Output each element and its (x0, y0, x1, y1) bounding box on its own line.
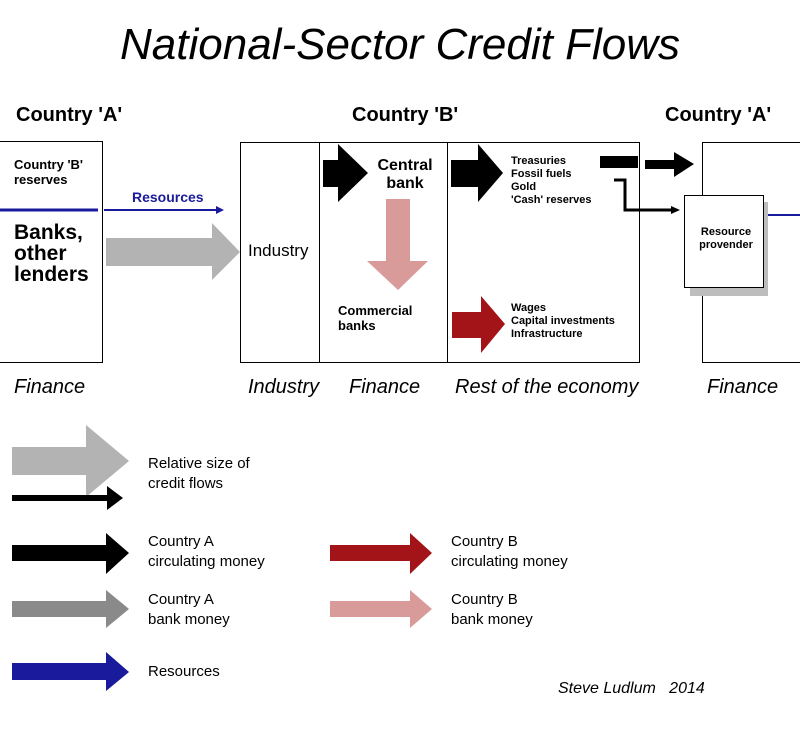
outflow-item: Treasuries (511, 155, 567, 167)
country-a-right-label: Country 'A' (665, 104, 772, 126)
legend-a-bank-arrow (12, 590, 129, 628)
sector-label-finance-middle: Finance (349, 376, 421, 398)
domestic-item: Wages (511, 302, 547, 314)
central-to-commercial-arrow (367, 199, 428, 290)
bank-money-to-industry-arrow (106, 223, 240, 280)
central-bank-label: Central bank (377, 157, 433, 192)
domestic-flow-arrow (452, 296, 505, 353)
outflow-item: 'Cash' reserves (511, 194, 592, 206)
legend-b-circulating-label: Country B circulating money (451, 533, 568, 570)
domestic-items-list: Wages Capital investments Infrastructure (511, 302, 615, 341)
legend-a-circulating-label: Country A circulating money (148, 533, 265, 570)
country-a-left-label: Country 'A' (16, 104, 123, 126)
country-b-label: Country 'B' (352, 104, 459, 126)
country-b-reserves-label: Country 'B' reserves (14, 157, 84, 187)
outflow-item: Gold (511, 181, 537, 193)
resource-provender-label: Resource provender (699, 226, 753, 251)
legend-b-circulating-arrow (330, 533, 432, 574)
legend-b-bank-arrow (330, 590, 432, 628)
sector-label-industry: Industry (248, 376, 320, 398)
sector-label-finance-left: Finance (14, 376, 86, 398)
outflow-arrow (451, 144, 503, 202)
reserves-bracket-line (614, 178, 674, 212)
sector-label-rest-of-economy: Rest of the economy (455, 376, 639, 398)
industry-box (240, 142, 320, 363)
resources-arrow-head (216, 206, 224, 214)
domestic-item: Capital investments (511, 315, 615, 327)
banks-lenders-label: Banks, other lenders (14, 221, 89, 286)
legend-a-bank-label: Country A bank money (148, 591, 230, 628)
commercial-banks-label: Commercial banks (338, 303, 413, 333)
legend-a-circulating-arrow (12, 533, 129, 574)
outflow-to-country-a-arrow (645, 152, 694, 177)
legend-resources-label: Resources (148, 663, 220, 680)
page-title: National-Sector Credit Flows (120, 20, 680, 69)
resource-provender-box (684, 195, 764, 288)
reserves-bracket-head (671, 206, 680, 214)
legend-resources-arrow (12, 652, 129, 691)
outflow-bar (600, 156, 638, 168)
resources-flow-label: Resources (132, 189, 204, 205)
author-signature: Steve Ludlum 2014 (558, 680, 705, 697)
outflow-item: Fossil fuels (511, 168, 572, 180)
domestic-item: Infrastructure (511, 328, 583, 340)
outflow-items-list: Treasuries Fossil fuels Gold 'Cash' rese… (511, 155, 591, 207)
legend-b-bank-label: Country B bank money (451, 591, 533, 628)
legend-relative-size-label: Relative size of credit flows (148, 455, 250, 492)
legend-small-arrow (12, 486, 123, 510)
country-a-finance-box (0, 141, 103, 363)
industry-box-label: Industry (248, 241, 309, 260)
sector-label-finance-right: Finance (707, 376, 779, 398)
legend-large-arrow (12, 425, 129, 497)
circulating-to-central-bank-arrow (323, 144, 368, 202)
